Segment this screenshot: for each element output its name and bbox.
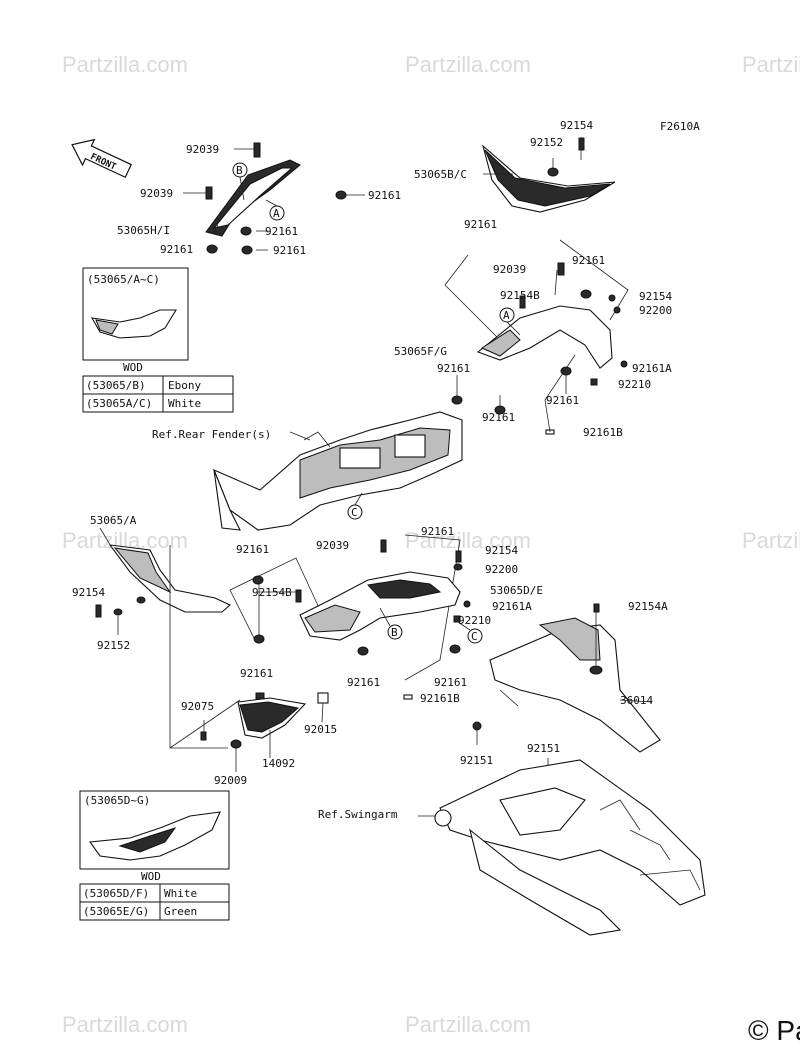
- inset-bottom-color: White: [164, 887, 197, 900]
- part-label: 92075: [181, 700, 214, 713]
- part-label: 92161: [368, 189, 401, 202]
- part-label: 92161A: [632, 362, 672, 375]
- part-label: 92154: [639, 290, 672, 303]
- watermark-text: Partzilla.com: [405, 1012, 531, 1037]
- part-label: 92154B: [500, 289, 540, 302]
- inset-top-title: (53065/A~C): [87, 273, 160, 286]
- part-label: 92161A: [492, 600, 532, 613]
- rear-fender-assembly: [212, 411, 463, 531]
- part-label: 92039: [140, 187, 173, 200]
- callout-C-circle: [467, 628, 483, 644]
- part-label: 92161: [273, 244, 306, 257]
- cover-53065D-E: [252, 539, 471, 700]
- part-label: 92154: [72, 586, 105, 599]
- part-labels: 92039 92039 53065H/I 92161 92161 92161 9…: [72, 119, 672, 787]
- part-label: 14092: [262, 757, 295, 770]
- part-label: 92154: [485, 544, 518, 557]
- part-label: 92161: [160, 243, 193, 256]
- part-label: 53065D/E: [490, 584, 543, 597]
- inset-bottom-color: Green: [164, 905, 197, 918]
- part-label: 92154A: [628, 600, 668, 613]
- part-label: 92161B: [583, 426, 623, 439]
- part-label: 53065/A: [90, 514, 137, 527]
- cover-53065F-G: [451, 262, 628, 435]
- inset-top-color: Ebony: [168, 379, 201, 392]
- cover-14092: [200, 692, 329, 749]
- watermark-text: Partzilla.com: [742, 528, 800, 553]
- callout-C-circle: [347, 504, 363, 520]
- inset-top-caption: WOD: [123, 361, 143, 374]
- inset-bottom: (53065D~G) WOD (53065D/F) White (53065E/…: [79, 790, 230, 921]
- part-label: 92151: [527, 742, 560, 755]
- inset-bottom-code: (53065E/G): [83, 905, 149, 918]
- part-label: 92161B: [420, 692, 460, 705]
- part-label: 92161: [464, 218, 497, 231]
- copyright-corner: © Pa: [748, 1015, 800, 1046]
- part-label: 53065F/G: [394, 345, 447, 358]
- part-label: 92200: [639, 304, 672, 317]
- side-cover-53065-A: [95, 544, 231, 618]
- inset-top-code: (53065/B): [86, 379, 146, 392]
- part-label: 92161: [546, 394, 579, 407]
- part-label: 92154: [560, 119, 593, 132]
- chain-guard-36014: [472, 603, 661, 781]
- watermark-text: Partzilla.com: [62, 52, 188, 77]
- diagram-code: F2610A: [660, 120, 700, 133]
- watermark-text: Partzilla.com: [405, 52, 531, 77]
- part-label: 92161: [482, 411, 515, 424]
- part-label: 92161: [347, 676, 380, 689]
- part-label: 92161: [236, 543, 269, 556]
- part-label: 36014: [620, 694, 653, 707]
- part-label: 92009: [214, 774, 247, 787]
- part-label: 92210: [458, 614, 491, 627]
- part-label: 92200: [485, 563, 518, 576]
- part-label: 92152: [97, 639, 130, 652]
- inset-bottom-title: (53065D~G): [84, 794, 150, 807]
- part-label: 92039: [316, 539, 349, 552]
- part-label: 92151: [460, 754, 493, 767]
- callout-A-top: A: [273, 207, 280, 220]
- callout-B-circle: [387, 624, 403, 640]
- callout-B-lower: B: [391, 626, 398, 639]
- part-label: 53065H/I: [117, 224, 170, 237]
- part-label: 92161: [265, 225, 298, 238]
- part-label: 92161: [437, 362, 470, 375]
- watermark-text: Partzilla.com: [62, 1012, 188, 1037]
- part-label: 92015: [304, 723, 337, 736]
- part-label: 92161: [572, 254, 605, 267]
- ref-rear-fender-label: Ref.Rear Fender(s): [152, 428, 271, 441]
- part-label: 92039: [186, 143, 219, 156]
- cover-53065H-I: [205, 142, 347, 255]
- part-label: 92161: [240, 667, 273, 680]
- inset-top-color: White: [168, 397, 201, 410]
- inset-bottom-code: (53065D/F): [83, 887, 149, 900]
- front-arrow-icon: FRONT: [71, 138, 133, 179]
- part-label: 92210: [618, 378, 651, 391]
- inset-top: (53065/A~C) WOD (53065/B) Ebony (53065A/…: [82, 267, 234, 413]
- cover-53065B-C: [482, 137, 616, 213]
- watermark-text: Partzilla.com: [742, 52, 800, 77]
- part-label: 92161: [434, 676, 467, 689]
- part-label: 92161: [421, 525, 454, 538]
- part-label: 92039: [493, 263, 526, 276]
- ref-swingarm-label: Ref.Swingarm: [318, 808, 398, 821]
- callout-A-mid: A: [503, 309, 510, 322]
- callout-C-lower: C: [471, 630, 478, 643]
- inset-bottom-caption: WOD: [141, 870, 161, 883]
- watermark-text: Partzilla.com: [405, 528, 531, 553]
- inset-top-code: (53065A/C): [86, 397, 152, 410]
- callout-B-top: B: [236, 164, 243, 177]
- watermarks: Partzilla.com Partzilla.com Partzilla.co…: [62, 52, 800, 1037]
- callout-C: C: [351, 506, 358, 519]
- swingarm-frame: [434, 759, 706, 936]
- part-label: 53065B/C: [414, 168, 467, 181]
- part-label: 92154B: [252, 586, 292, 599]
- part-label: 92152: [530, 136, 563, 149]
